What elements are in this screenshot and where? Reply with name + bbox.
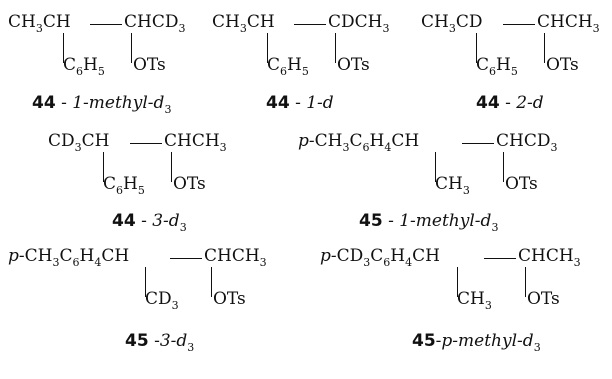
left-substituent: CH3	[435, 174, 470, 197]
bond	[145, 267, 147, 297]
bond	[462, 143, 494, 145]
left-fragment: CH3CH	[8, 12, 71, 35]
right-fragment: CHCH3	[518, 246, 581, 269]
bond	[211, 267, 213, 297]
compound-label: 44 - 1-methyl-d3	[32, 93, 172, 116]
tosylate-group: OTs	[337, 55, 370, 75]
compound-label: 44 - 1-d	[266, 93, 334, 113]
tosylate-group: OTs	[133, 55, 166, 75]
tosylate-group: OTs	[213, 289, 246, 309]
bond	[63, 33, 65, 63]
compound-label: 45 -3-d3	[125, 331, 195, 354]
left-substituent: CH3	[457, 289, 492, 312]
left-fragment: p-CH3C6H4CH	[298, 131, 420, 154]
compound-label: 44 - 3-d3	[112, 211, 187, 234]
left-fragment: CH3CD	[421, 12, 483, 35]
bond	[476, 33, 478, 63]
bond	[544, 33, 546, 63]
bond	[503, 24, 535, 26]
bond	[457, 267, 459, 297]
left-fragment: p-CD3C6H4CH	[320, 246, 440, 269]
tosylate-group: OTs	[527, 289, 560, 309]
bond	[90, 24, 122, 26]
bond	[130, 143, 162, 145]
bond	[131, 33, 133, 63]
right-fragment: CHCD3	[124, 12, 186, 35]
bond	[503, 152, 505, 182]
left-fragment: CH3CH	[212, 12, 275, 35]
right-fragment: CHCH3	[537, 12, 600, 35]
left-substituent: C6H5	[476, 55, 518, 78]
bond	[170, 258, 202, 260]
left-fragment: p-CH3C6H4CH	[8, 246, 130, 269]
bond	[103, 152, 105, 182]
bond	[171, 152, 173, 182]
bond	[267, 33, 269, 63]
tosylate-group: OTs	[505, 174, 538, 194]
bond	[484, 258, 516, 260]
bond	[435, 152, 437, 182]
left-fragment: CD3CH	[48, 131, 110, 154]
compound-label: 45 - 1-methyl-d3	[359, 211, 499, 234]
right-fragment: CHCH3	[164, 131, 227, 154]
left-substituent: C6H5	[103, 174, 145, 197]
tosylate-group: OTs	[173, 174, 206, 194]
bond	[335, 33, 337, 63]
tosylate-group: OTs	[546, 55, 579, 75]
right-fragment: CHCD3	[496, 131, 558, 154]
compound-label: 44 - 2-d	[476, 93, 544, 113]
bond	[294, 24, 326, 26]
right-fragment: CDCH3	[328, 12, 390, 35]
left-substituent: C6H5	[267, 55, 309, 78]
compound-label: 45-p-methyl-d3	[412, 331, 541, 354]
right-fragment: CHCH3	[204, 246, 267, 269]
left-substituent: CD3	[145, 289, 179, 312]
left-substituent: C6H5	[63, 55, 105, 78]
bond	[525, 267, 527, 297]
